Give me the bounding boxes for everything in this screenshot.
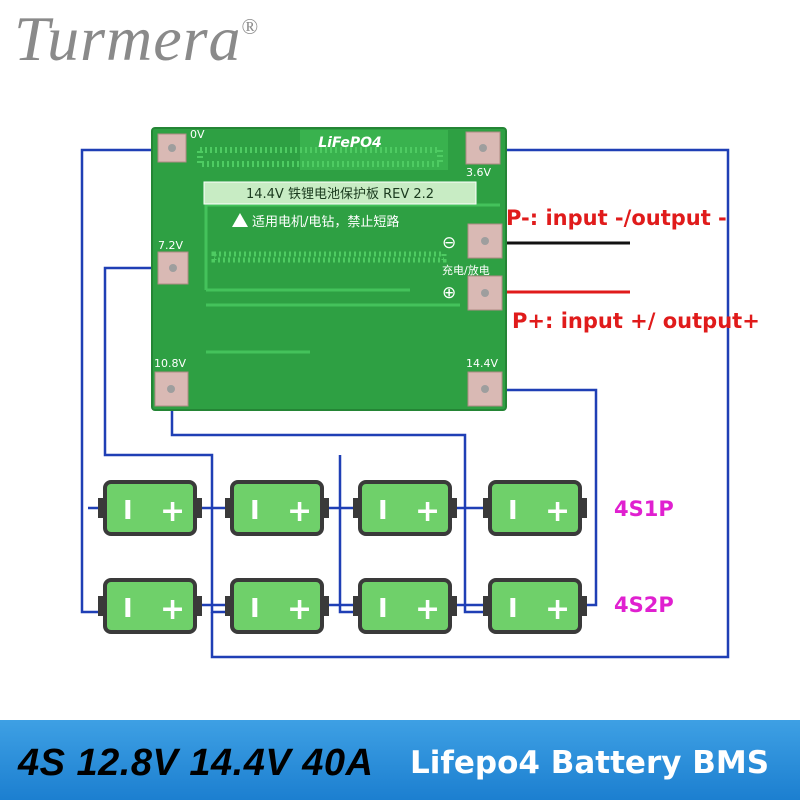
tap-label-7v2: 7.2V [158,239,183,252]
tap-label-10v8: 10.8V [154,357,186,370]
bms-board: 14.4V 铁锂电池保护板 REV 2.2 LiFePO4 适用电机/电钻，禁止… [151,127,507,411]
cell-plus-label: + [287,494,312,529]
wire-7v2 [103,266,232,614]
cell-plus-label: + [545,494,570,529]
charge-discharge-label: 充电/放电 [442,263,490,277]
cell-minus-label: I [508,594,518,624]
cell-minus-label: I [123,594,133,624]
cell-plus-label: + [160,494,185,529]
footer-product: Lifepo4 Battery BMS [410,745,770,781]
tap-label-14v4: 14.4V [466,357,498,370]
battery-cell: I+ [225,578,329,634]
battery-cell: I+ [225,480,329,536]
battery-cells: I+I+I+I+I+I+I+I+ [98,480,587,634]
cell-minus-label: I [123,496,133,526]
wire-mid [338,455,360,614]
board-title: LiFePO4 [318,135,382,151]
cell-minus-label: I [250,496,260,526]
board-spec-line: 14.4V 铁锂电池保护板 REV 2.2 [246,187,434,202]
row-label-4s1p: 4S1P [614,497,674,521]
footer-banner: 4S 12.8V 14.4V 40A Lifepo4 Battery BMS [0,720,800,800]
brand-logo: Turmera® [14,2,259,76]
board-warning-line: 适用电机/电钻，禁止短路 [252,214,399,230]
battery-cell: I+ [483,480,587,536]
spec-label-box [203,181,477,205]
minus-terminal-symbol: ⊖ [442,233,456,253]
registered-mark: ® [241,13,260,39]
p-plus-annotation: P+: input +/ output+ [512,309,760,333]
cell-plus-label: + [545,592,570,627]
battery-cell: I+ [483,578,587,634]
row-label-4s2p: 4S2P [614,593,674,617]
cell-minus-label: I [378,496,388,526]
wire-3v6 [210,148,730,659]
tap-label-0v: 0V [190,128,205,141]
cell-minus-label: I [250,594,260,624]
cell-plus-label: + [415,592,440,627]
warning-icon [232,213,248,227]
cell-plus-label: + [415,494,440,529]
brand-name: Turmera [14,3,242,74]
cell-plus-label: + [287,592,312,627]
tap-label-3v6: 3.6V [466,166,491,179]
cell-plus-label: + [160,592,185,627]
wire-0v [80,148,165,614]
via-strip-mid [211,251,447,263]
battery-cell: I+ [98,578,202,634]
p-minus-annotation: P-: input -/output - [506,206,727,230]
wire-10v8 [170,390,490,614]
battery-cell: I+ [98,480,202,536]
battery-cell: I+ [353,578,457,634]
wiring-diagram: 14.4V 铁锂电池保护板 REV 2.2 LiFePO4 适用电机/电钻，禁止… [80,127,760,659]
footer-spec: 4S 12.8V 14.4V 40A [18,742,374,784]
plus-terminal-symbol: ⊕ [442,283,456,303]
via-strip-top [197,147,443,167]
battery-cell: I+ [353,480,457,536]
cell-minus-label: I [378,594,388,624]
cell-minus-label: I [508,496,518,526]
